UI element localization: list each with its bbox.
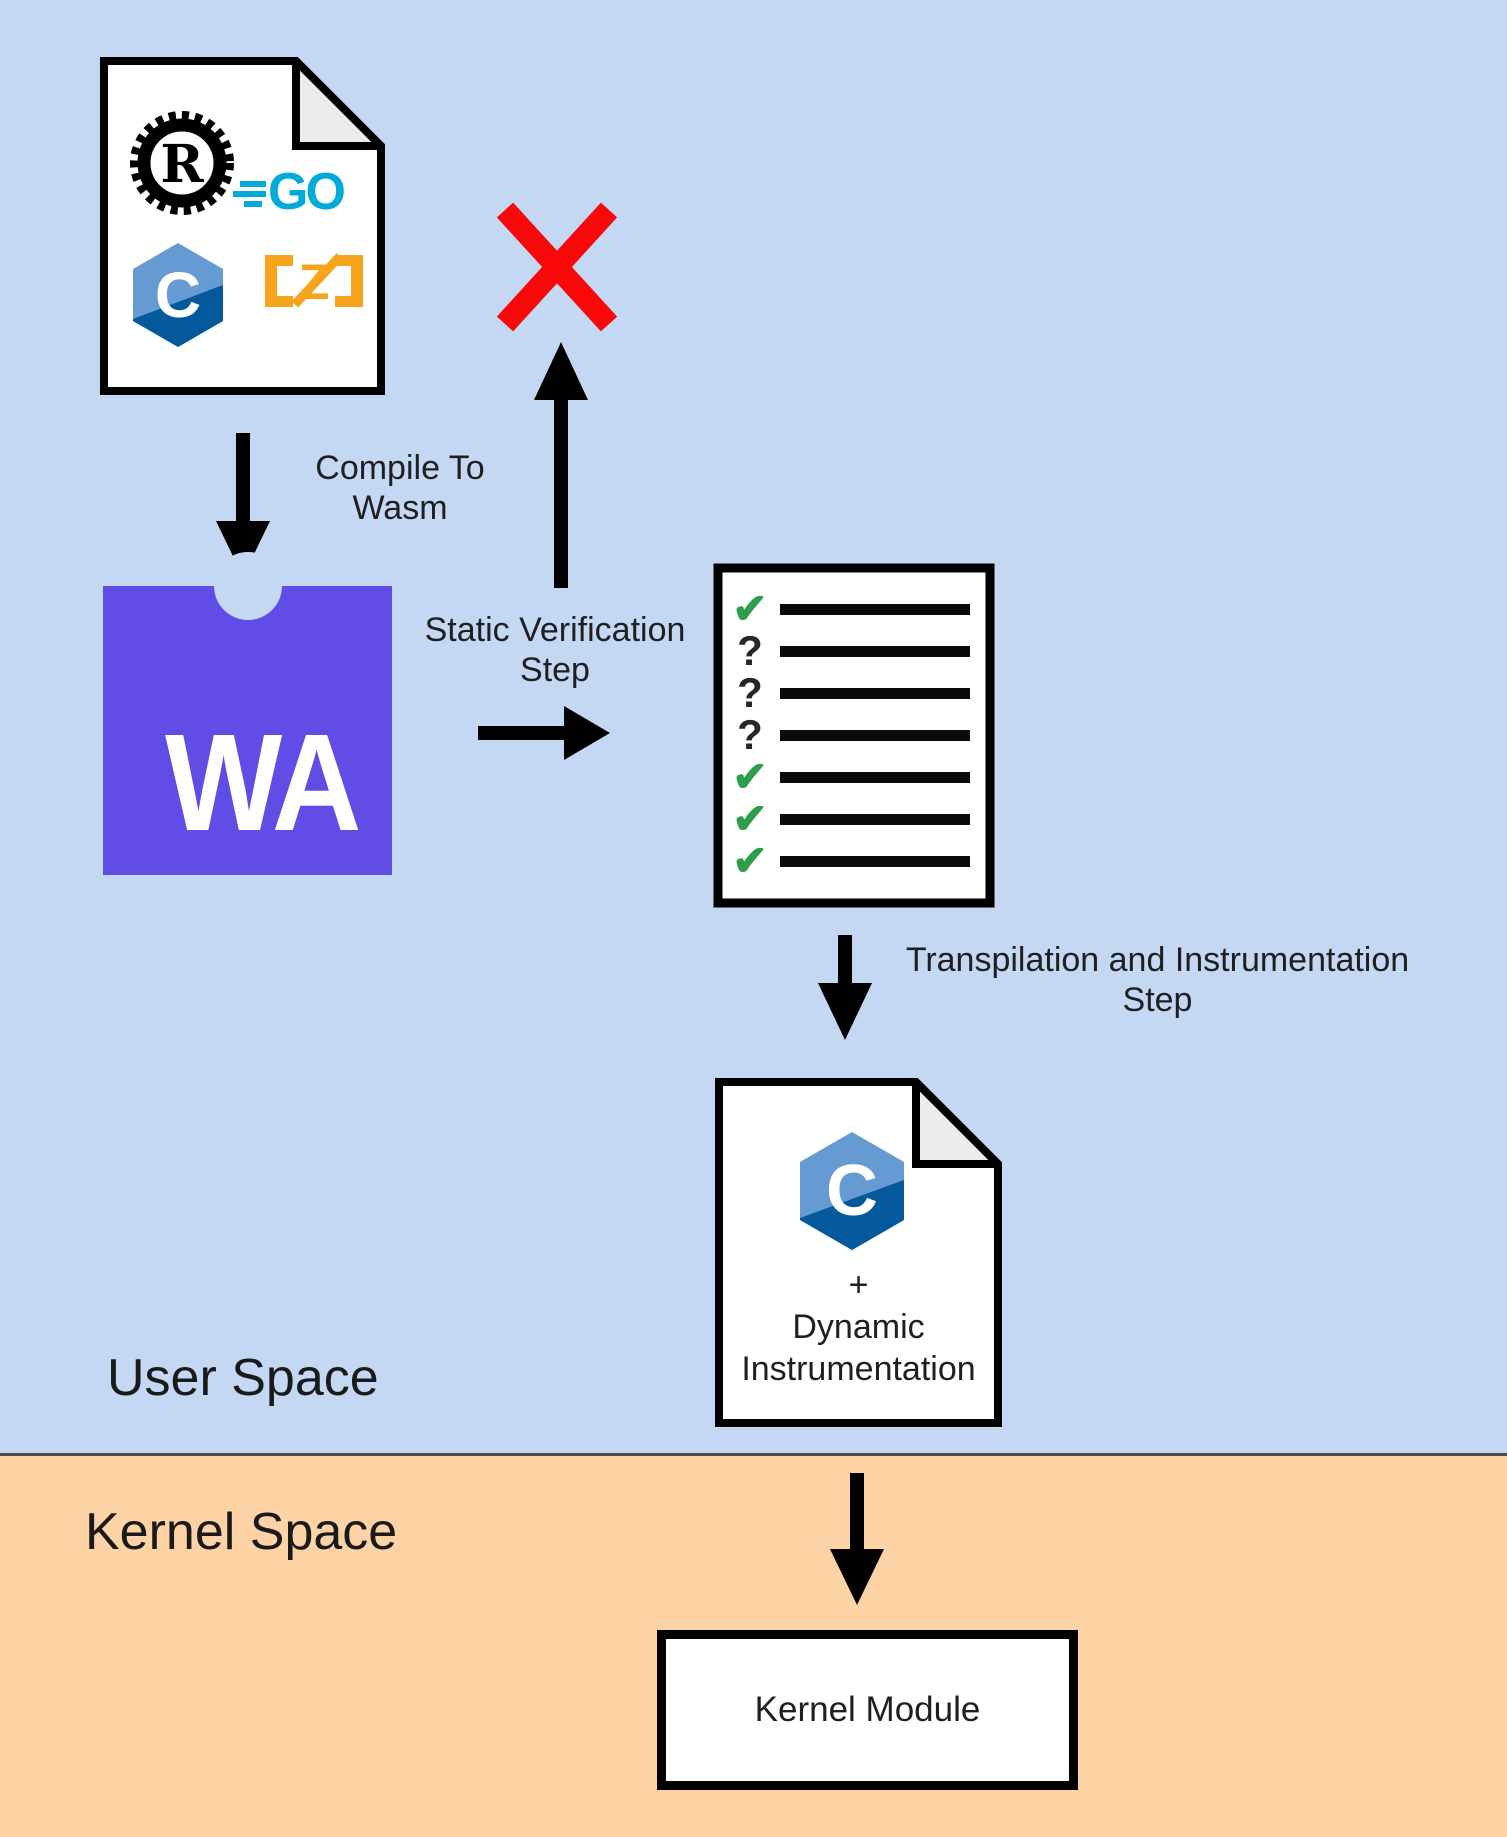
checklist-line bbox=[780, 729, 970, 741]
c-icon: C bbox=[133, 243, 223, 347]
checklist-line bbox=[780, 855, 970, 867]
checklist-line bbox=[780, 645, 970, 657]
compile-label-line2: Wasm bbox=[352, 489, 448, 527]
rust-letter: R bbox=[160, 134, 204, 195]
rust-icon: R bbox=[130, 111, 234, 215]
zig-icon: Z bbox=[265, 253, 363, 310]
checklist-row: ✔ bbox=[731, 756, 971, 798]
transpile-label-line1: Transpilation and Instrumentation bbox=[905, 941, 1410, 979]
checklist-rows: ✔ ? ? ? ✔ ✔ ✔ bbox=[731, 588, 971, 882]
c-icon: C bbox=[800, 1132, 904, 1250]
verify-label-line2: Step bbox=[520, 651, 590, 689]
checklist-row: ✔ bbox=[731, 798, 971, 840]
checklist-line bbox=[780, 771, 970, 783]
checklist-row: ✔ bbox=[731, 588, 971, 630]
verify-arrow-icon bbox=[478, 706, 610, 760]
kernel-module-label: Kernel Module bbox=[754, 1690, 981, 1729]
c-file-node: C bbox=[715, 1078, 1002, 1427]
dynamic-label: Dynamic bbox=[792, 1308, 925, 1346]
instrumentation-label: Instrumentation bbox=[741, 1350, 976, 1388]
go-text: GO bbox=[268, 163, 344, 221]
transpile-arrow-icon bbox=[818, 935, 872, 1040]
fail-x-icon bbox=[496, 202, 618, 332]
question-icon: ? bbox=[737, 711, 763, 758]
checklist-row: ? bbox=[731, 630, 971, 672]
checklist-line bbox=[780, 813, 970, 825]
check-icon: ✔ bbox=[732, 795, 768, 842]
c-doc-text: + Dynamic Instrumentation bbox=[715, 1264, 1002, 1390]
check-icon: ✔ bbox=[732, 585, 768, 632]
kernel-module-box: Kernel Module bbox=[657, 1630, 1078, 1790]
transpile-label: Transpilation and Instrumentation Step bbox=[885, 940, 1430, 1020]
go-icon: GO bbox=[233, 163, 347, 221]
checklist-row: ? bbox=[731, 714, 971, 756]
checklist-row: ✔ bbox=[731, 840, 971, 882]
source-file-node: R GO C Z bbox=[100, 57, 385, 395]
question-icon: ? bbox=[737, 627, 763, 674]
fail-arrow-icon bbox=[534, 342, 588, 588]
verify-label: Static Verification Step bbox=[395, 610, 715, 690]
wasm-node: WA bbox=[103, 552, 392, 875]
c-letter: C bbox=[826, 1151, 878, 1231]
question-icon: ? bbox=[737, 669, 763, 716]
page-fold-icon bbox=[292, 57, 385, 150]
compile-label-line1: Compile To bbox=[315, 449, 485, 487]
checklist-line bbox=[780, 687, 970, 699]
compile-arrow-icon bbox=[216, 433, 270, 577]
wasm-logo-text: WA bbox=[165, 706, 361, 860]
plus-label: + bbox=[848, 1266, 869, 1304]
kernel-arrow-icon bbox=[830, 1473, 884, 1605]
page-fold-icon bbox=[912, 1078, 1002, 1168]
user-space-label: User Space bbox=[107, 1349, 379, 1407]
c-letter: C bbox=[155, 259, 201, 331]
transpile-label-line2: Step bbox=[1122, 981, 1193, 1019]
check-icon: ✔ bbox=[732, 837, 768, 884]
wasm-notch bbox=[214, 552, 282, 620]
kernel-space-label: Kernel Space bbox=[85, 1503, 398, 1561]
checklist-row: ? bbox=[731, 672, 971, 714]
verify-label-line1: Static Verification bbox=[424, 611, 686, 649]
compile-label: Compile To Wasm bbox=[300, 448, 500, 528]
checklist-line bbox=[780, 603, 970, 615]
check-icon: ✔ bbox=[732, 753, 768, 800]
